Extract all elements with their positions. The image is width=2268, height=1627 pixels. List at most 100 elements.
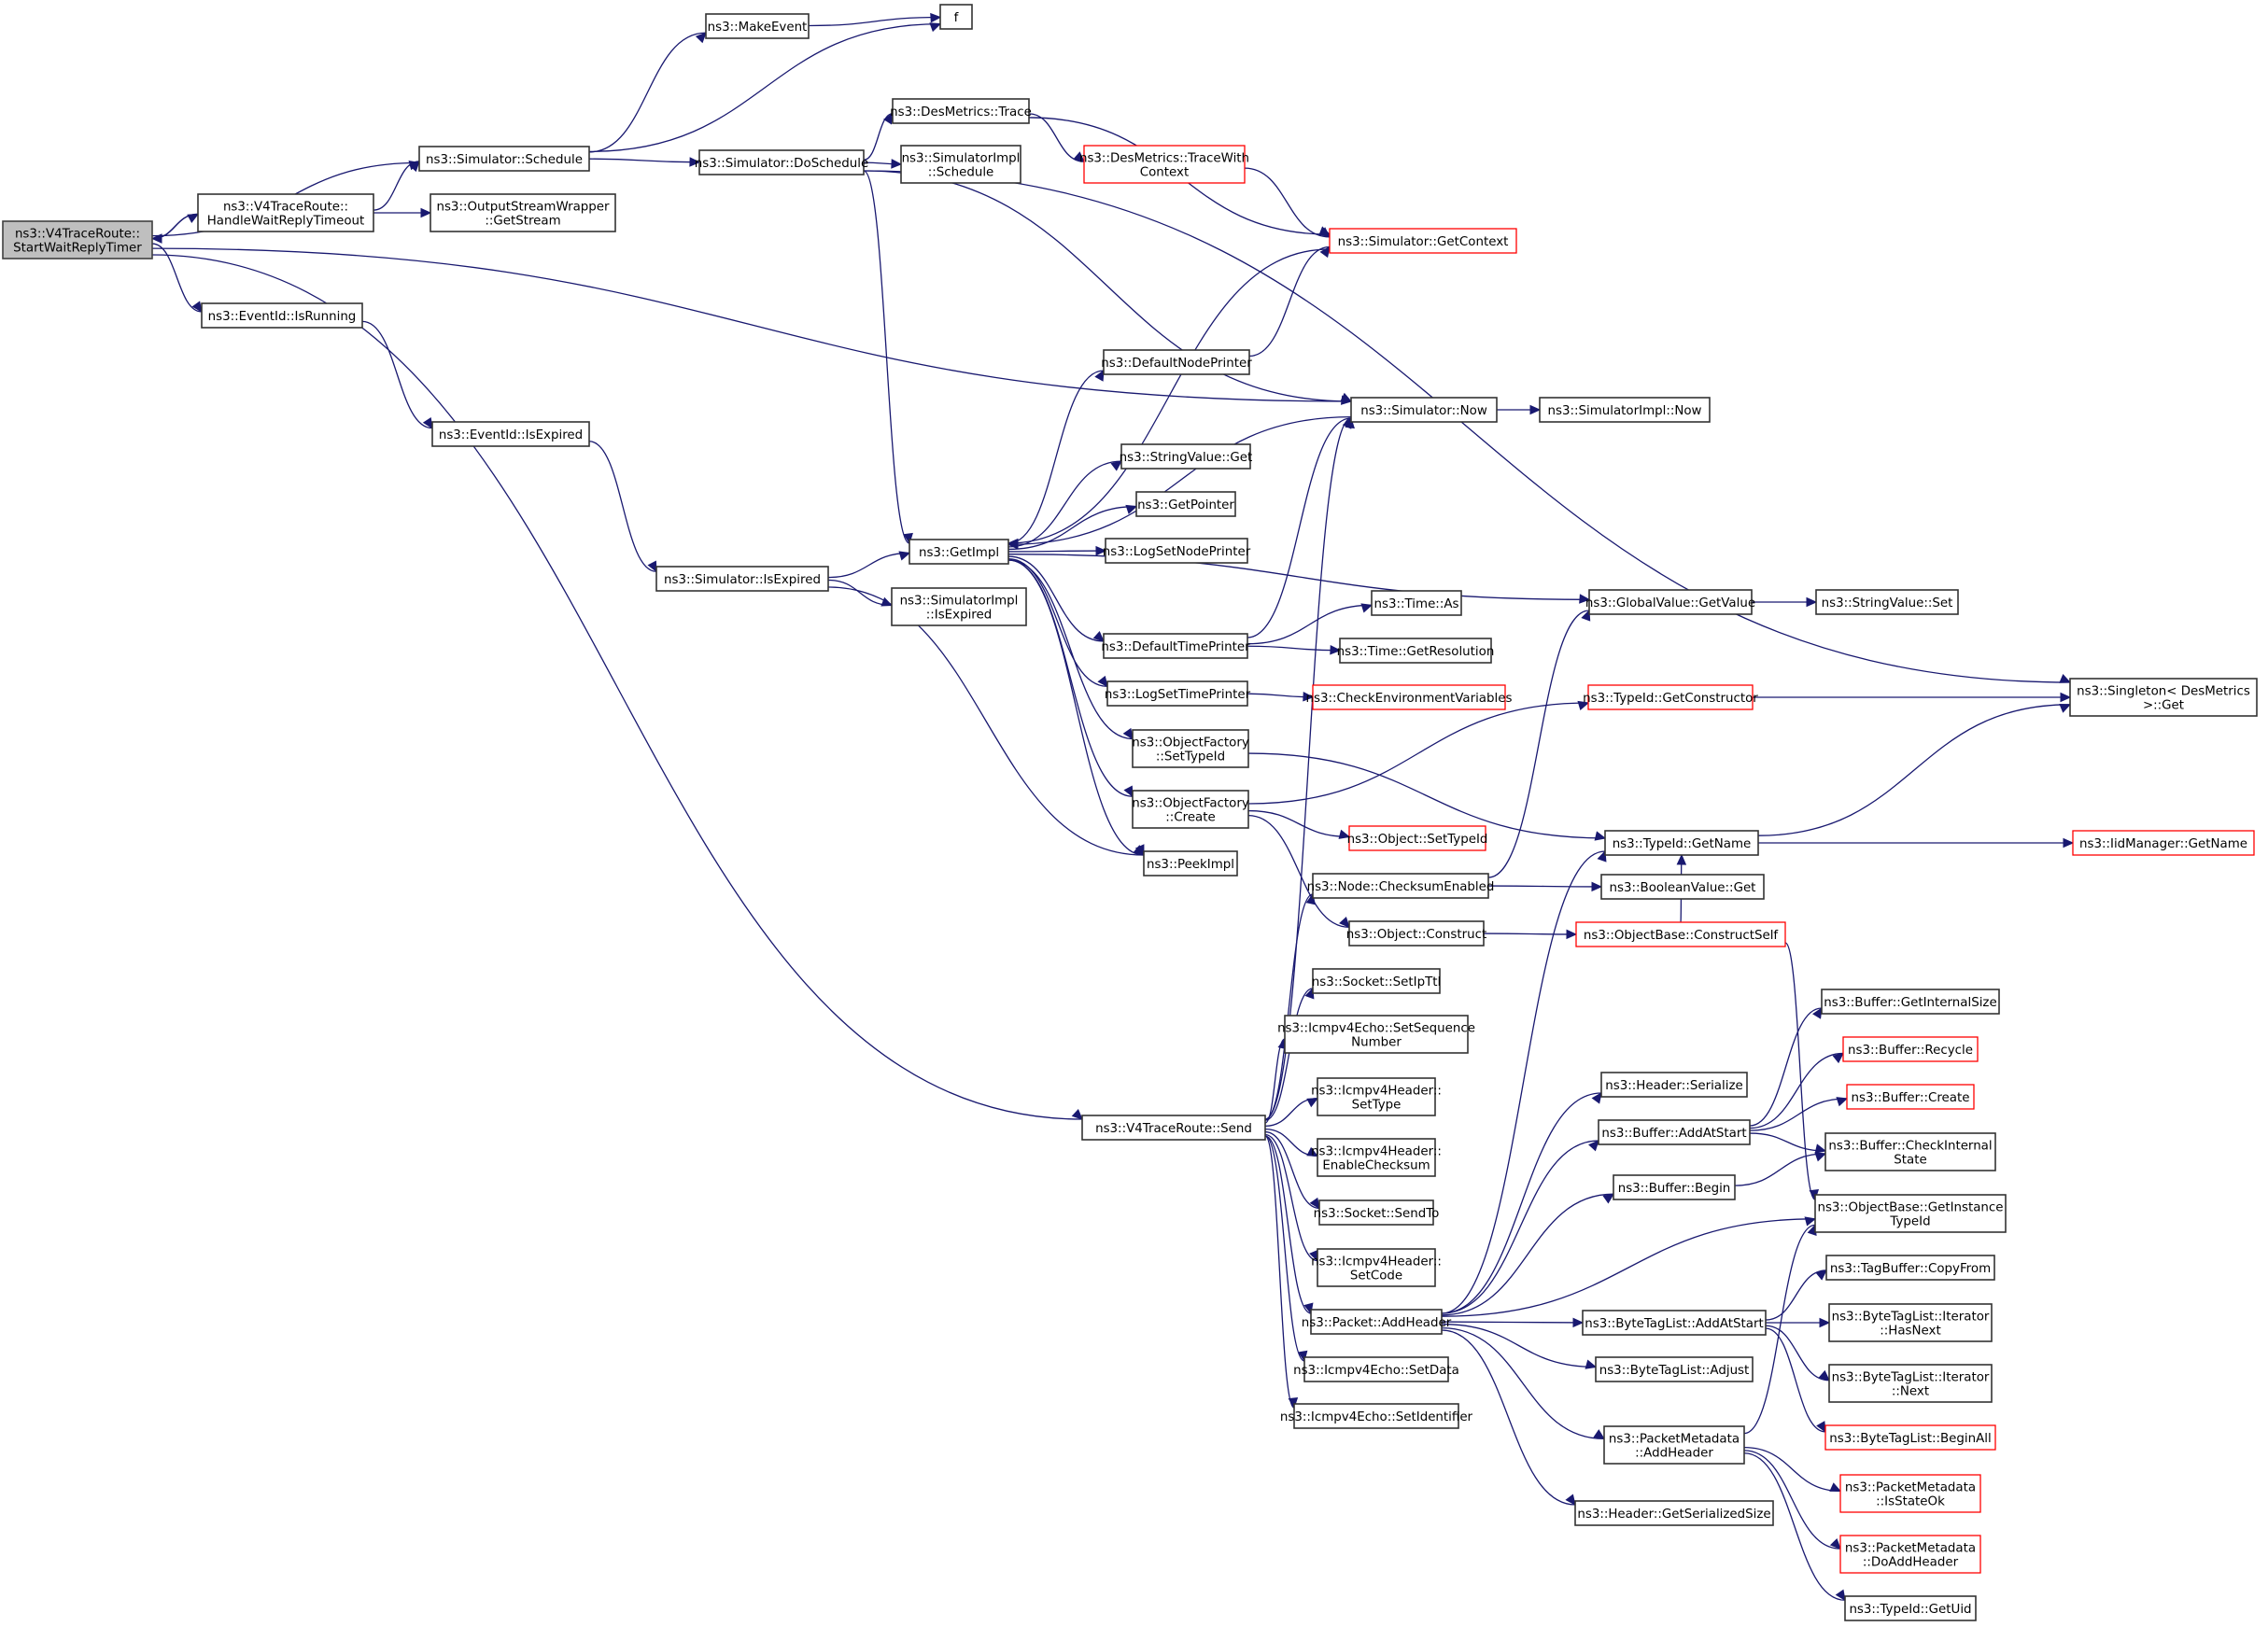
- node-box[interactable]: [1312, 873, 1489, 899]
- node-box[interactable]: [1842, 1036, 1979, 1062]
- node-box[interactable]: [1821, 989, 2000, 1015]
- graph-node-btlbegin-all[interactable]: ns3::ByteTagList::BeginAll: [1824, 1424, 1996, 1451]
- graph-node-ofset-type-id[interactable]: ns3::ObjectFactory::SetTypeId: [1132, 729, 1249, 768]
- graph-node-iter-next[interactable]: ns3::ByteTagList::Iterator::Next: [1828, 1364, 1993, 1403]
- graph-node-set-code[interactable]: ns3::Icmpv4Header::SetCode: [1311, 1248, 1442, 1287]
- node-box[interactable]: [1105, 538, 1248, 564]
- graph-node-sim-impl-schedule[interactable]: ns3::SimulatorImpl::Schedule: [900, 145, 1021, 184]
- graph-node-socket-set-ip-ttl[interactable]: ns3::Socket::SetIpTtl: [1312, 968, 1441, 994]
- node-box[interactable]: [1317, 1077, 1436, 1116]
- graph-node-packet-add-header[interactable]: ns3::Packet::AddHeader: [1302, 1309, 1452, 1335]
- node-box[interactable]: [900, 145, 1021, 184]
- graph-node-default-time-printer[interactable]: ns3::DefaultTimePrinter: [1101, 633, 1250, 659]
- graph-node-simulator-now[interactable]: ns3::Simulator::Now: [1350, 397, 1498, 423]
- graph-node-get-impl[interactable]: ns3::GetImpl: [909, 539, 1009, 565]
- graph-node-event-id-is-running[interactable]: ns3::EventId::IsRunning: [201, 302, 363, 329]
- node-box[interactable]: [1293, 1403, 1459, 1429]
- graph-node-object-construct[interactable]: ns3::Object::Construct: [1346, 920, 1487, 947]
- graph-node-pmis-state-ok[interactable]: ns3::PacketMetadata::IsStateOk: [1839, 1474, 1981, 1513]
- node-box[interactable]: [2, 220, 153, 259]
- node-box[interactable]: [1824, 1132, 1996, 1171]
- graph-node-buffer-create[interactable]: ns3::Buffer::Create: [1846, 1084, 1975, 1110]
- node-box[interactable]: [1844, 1595, 1977, 1621]
- graph-node-log-set-time-printer[interactable]: ns3::LogSetTimePrinter: [1105, 680, 1251, 707]
- graph-node-set-data[interactable]: ns3::Icmpv4Echo::SetData: [1293, 1356, 1459, 1382]
- node-box[interactable]: [1312, 684, 1506, 710]
- graph-node-peek-impl[interactable]: ns3::PeekImpl: [1143, 850, 1238, 877]
- graph-node-btladd-at-start[interactable]: ns3::ByteTagList::AddAtStart: [1582, 1310, 1767, 1336]
- node-box[interactable]: [1595, 1356, 1754, 1382]
- node-box[interactable]: [1303, 1356, 1449, 1382]
- node-box[interactable]: [1824, 1424, 1996, 1451]
- node-box[interactable]: [1132, 729, 1249, 768]
- graph-node-get-internal-size[interactable]: ns3::Buffer::GetInternalSize: [1821, 989, 2000, 1015]
- graph-node-handle-wait-reply-timeout[interactable]: ns3::V4TraceRoute::HandleWaitReplyTimeou…: [197, 193, 374, 232]
- node-box[interactable]: [1081, 1115, 1266, 1141]
- graph-node-header-serialize[interactable]: ns3::Header::Serialize: [1600, 1072, 1748, 1098]
- graph-node-send-to[interactable]: ns3::Socket::SendTo: [1314, 1199, 1440, 1226]
- node-box[interactable]: [1310, 1309, 1443, 1335]
- graph-node-make-event[interactable]: ns3::MakeEvent: [705, 13, 810, 39]
- graph-node-btladjust[interactable]: ns3::ByteTagList::Adjust: [1595, 1356, 1754, 1382]
- graph-node-type-id-get-name[interactable]: ns3::TypeId::GetName: [1604, 830, 1759, 856]
- graph-node-set-type[interactable]: ns3::Icmpv4Header::SetType: [1311, 1077, 1442, 1116]
- node-box[interactable]: [1539, 397, 1711, 423]
- graph-node-buffer-begin[interactable]: ns3::Buffer::Begin: [1613, 1174, 1736, 1200]
- node-box[interactable]: [1312, 968, 1441, 994]
- graph-node-simulator-schedule[interactable]: ns3::Simulator::Schedule: [418, 146, 590, 172]
- node-box[interactable]: [1825, 1255, 1995, 1281]
- graph-node-time-get-resolution[interactable]: ns3::Time::GetResolution: [1337, 638, 1495, 664]
- graph-node-start-wait-reply-timer[interactable]: ns3::V4TraceRoute::StartWaitReplyTimer: [2, 220, 153, 259]
- graph-node-time-as[interactable]: ns3::Time::As: [1371, 590, 1462, 616]
- node-box[interactable]: [1120, 443, 1251, 470]
- graph-node-buffer-add-at-start[interactable]: ns3::Buffer::AddAtStart: [1598, 1119, 1751, 1145]
- node-box[interactable]: [1348, 920, 1485, 947]
- graph-node-object-set-type-id[interactable]: ns3::Object::SetTypeId: [1347, 825, 1488, 851]
- node-box[interactable]: [655, 566, 829, 592]
- graph-node-buffer-recycle[interactable]: ns3::Buffer::Recycle: [1842, 1036, 1979, 1062]
- node-box[interactable]: [1575, 921, 1786, 947]
- node-box[interactable]: [1371, 590, 1462, 616]
- node-box[interactable]: [1604, 830, 1759, 856]
- graph-node-boolean-value-get[interactable]: ns3::BooleanValue::Get: [1600, 874, 1765, 900]
- graph-node-enable-checksum[interactable]: ns3::Icmpv4Header::EnableChecksum: [1311, 1138, 1442, 1177]
- graph-node-do-schedule[interactable]: ns3::Simulator::DoSchedule: [695, 149, 868, 175]
- graph-node-string-value-get[interactable]: ns3::StringValue::Get: [1120, 443, 1253, 470]
- node-box[interactable]: [418, 146, 590, 172]
- graph-node-checksum-enabled[interactable]: ns3::Node::ChecksumEnabled: [1307, 873, 1495, 899]
- node-box[interactable]: [1582, 1310, 1767, 1336]
- node-box[interactable]: [430, 193, 616, 232]
- graph-node-event-id-is-expired[interactable]: ns3::EventId::IsExpired: [431, 421, 590, 447]
- graph-node-default-node-printer[interactable]: ns3::DefaultNodePrinter: [1101, 349, 1252, 375]
- graph-node-global-value-get-value[interactable]: ns3::GlobalValue::GetValue: [1585, 589, 1755, 615]
- node-box[interactable]: [1317, 1248, 1436, 1287]
- graph-node-des-metrics-trace[interactable]: ns3::DesMetrics::Trace: [890, 98, 1032, 124]
- node-box[interactable]: [1103, 349, 1250, 375]
- node-box[interactable]: [1083, 145, 1246, 184]
- node-box[interactable]: [1839, 1474, 1981, 1513]
- node-box[interactable]: [1318, 1199, 1434, 1226]
- graph-node-get-pointer[interactable]: ns3::GetPointer: [1135, 491, 1236, 517]
- graph-node-check-env-vars[interactable]: ns3::CheckEnvironmentVariables: [1306, 684, 1513, 710]
- node-box[interactable]: [1329, 228, 1517, 254]
- graph-node-pmdo-add-header[interactable]: ns3::PacketMetadata::DoAddHeader: [1839, 1535, 1981, 1574]
- node-box[interactable]: [1603, 1425, 1745, 1465]
- node-box[interactable]: [891, 587, 1027, 626]
- graph-node-sim-impl-now[interactable]: ns3::SimulatorImpl::Now: [1539, 397, 1711, 423]
- node-box[interactable]: [1339, 638, 1492, 664]
- node-box[interactable]: [1348, 825, 1486, 851]
- node-box[interactable]: [1135, 491, 1236, 517]
- graph-node-construct-self[interactable]: ns3::ObjectBase::ConstructSelf: [1575, 921, 1786, 947]
- node-box[interactable]: [1846, 1084, 1975, 1110]
- node-box[interactable]: [1132, 790, 1249, 829]
- node-box[interactable]: [1815, 589, 1959, 615]
- node-box[interactable]: [1587, 684, 1754, 710]
- graph-node-set-identifier[interactable]: ns3::Icmpv4Echo::SetIdentifier: [1280, 1403, 1473, 1429]
- graph-node-singleton-get[interactable]: ns3::Singleton< DesMetrics>::Get: [2069, 678, 2258, 717]
- graph-node-get-constructor[interactable]: ns3::TypeId::GetConstructor: [1583, 684, 1758, 710]
- node-box[interactable]: [1106, 680, 1248, 707]
- node-box[interactable]: [1143, 850, 1238, 877]
- node-box[interactable]: [1828, 1303, 1993, 1342]
